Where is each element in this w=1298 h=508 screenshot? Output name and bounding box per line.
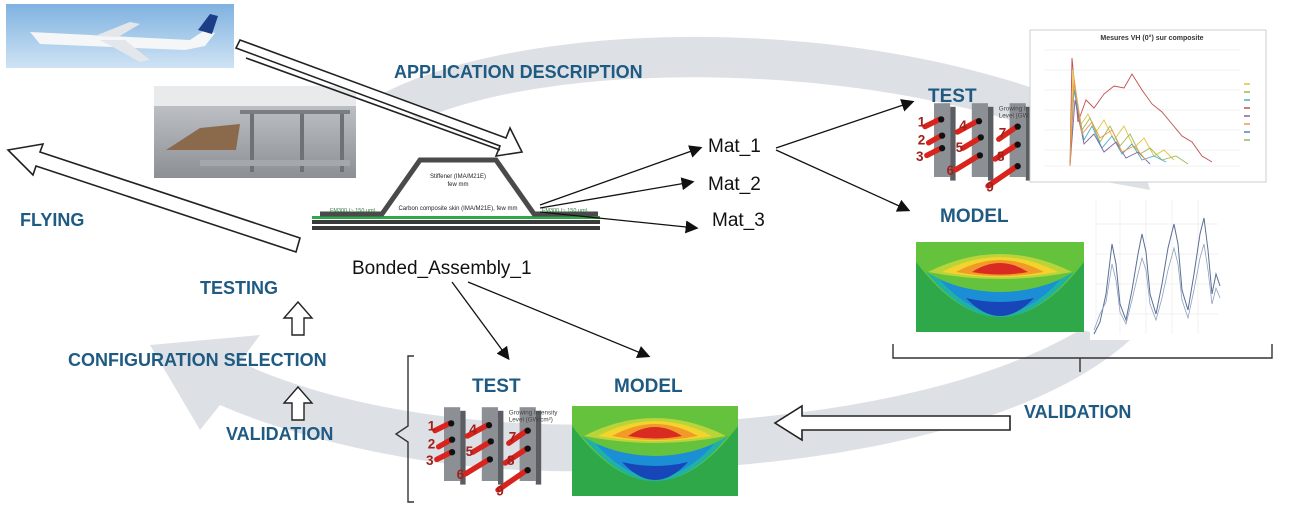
spec-b-num-9: 9 xyxy=(496,483,504,498)
specimen-legend-2: Level (GW/cm²) xyxy=(999,113,1043,120)
signal-chart xyxy=(1090,194,1222,340)
film-label-left: FM300 (~ 150 µm) xyxy=(330,208,376,214)
specimen-b-legend-2: Level (GW/cm²) xyxy=(509,417,553,424)
spec-num-1: 1 xyxy=(918,115,926,130)
model-contour-bottom xyxy=(572,406,738,496)
spec-num-6: 6 xyxy=(947,163,955,178)
spec-num-5: 5 xyxy=(956,140,964,155)
spec-b-num-8: 8 xyxy=(507,453,515,468)
specimen-legend-1: Growing Intensity xyxy=(999,105,1048,112)
label-model-bottom: MODEL xyxy=(614,376,683,397)
spec-b-num-1: 1 xyxy=(428,419,436,434)
up-arrow-testing xyxy=(282,300,314,336)
outline-arrow-flying xyxy=(6,142,301,254)
spec-b-num-7: 7 xyxy=(509,429,517,444)
spec-b-num-6: 6 xyxy=(457,467,465,482)
label-model-top: MODEL xyxy=(940,206,1009,227)
connector-arrows xyxy=(451,99,915,361)
label-configuration-selection: CONFIGURATION SELECTION xyxy=(68,350,327,370)
flow-arrow-top xyxy=(380,36,1150,191)
stiffener-label-1: Stiffener (IMA/M21E) xyxy=(430,174,486,180)
airplane-photo xyxy=(6,4,234,68)
skin-label: Carbon composite skin (IMA/M21E), few mm xyxy=(398,206,517,212)
spec-num-3: 3 xyxy=(916,149,924,164)
model-contour-top xyxy=(916,242,1084,332)
spec-num-2: 2 xyxy=(918,133,926,148)
spec-num-4: 4 xyxy=(959,118,967,133)
label-mat-2: Mat_2 xyxy=(708,174,761,195)
label-bonded-assembly: Bonded_Assembly_1 xyxy=(352,258,532,279)
specimen-group-top: 1 2 3 4 5 6 7 8 9 Growing Intensity Leve… xyxy=(916,103,1048,194)
bracket-left xyxy=(394,355,414,503)
label-test-top: TEST xyxy=(928,86,977,107)
spec-num-7: 7 xyxy=(999,125,1007,140)
spec-num-8: 8 xyxy=(997,149,1005,164)
specimen-group-bottom: 1 2 3 4 5 6 7 8 9 Growing Intensity Leve… xyxy=(426,407,558,498)
flow-arrow-bottom xyxy=(150,330,1130,472)
up-arrow-validation xyxy=(282,385,314,421)
stiffener-label-2: few mm xyxy=(448,182,469,188)
spec-num-9: 9 xyxy=(986,179,994,194)
specimen-b-legend-1: Growing Intensity xyxy=(509,409,558,416)
label-test-bottom: TEST xyxy=(472,376,521,397)
label-mat-1: Mat_1 xyxy=(708,136,761,157)
film-label-right: FM300 (~ 150 µm) xyxy=(542,208,588,214)
outline-arrow-validation xyxy=(773,404,1011,442)
spec-b-num-3: 3 xyxy=(426,453,434,468)
measurement-chart-title: Mesures VH (0°) sur composite xyxy=(1100,34,1203,42)
spec-b-num-4: 4 xyxy=(469,422,477,437)
label-mat-3: Mat_3 xyxy=(712,210,765,231)
label-validation-left: VALIDATION xyxy=(226,424,334,444)
label-testing: TESTING xyxy=(200,278,279,298)
outline-arrow-to-assembly xyxy=(234,39,524,158)
hangar-test-photo xyxy=(154,86,356,178)
label-validation-right: VALIDATION xyxy=(1024,402,1132,422)
bracket-right xyxy=(892,344,1273,372)
spec-b-num-5: 5 xyxy=(466,444,474,459)
bonded-assembly-cross-section: Stiffener (IMA/M21E) few mm Carbon compo… xyxy=(312,157,600,230)
measurement-chart: Mesures VH (0°) sur composite xyxy=(1029,29,1267,183)
spec-b-num-2: 2 xyxy=(428,437,436,452)
label-application-description: APPLICATION DESCRIPTION xyxy=(394,62,643,82)
label-flying: FLYING xyxy=(20,210,85,230)
